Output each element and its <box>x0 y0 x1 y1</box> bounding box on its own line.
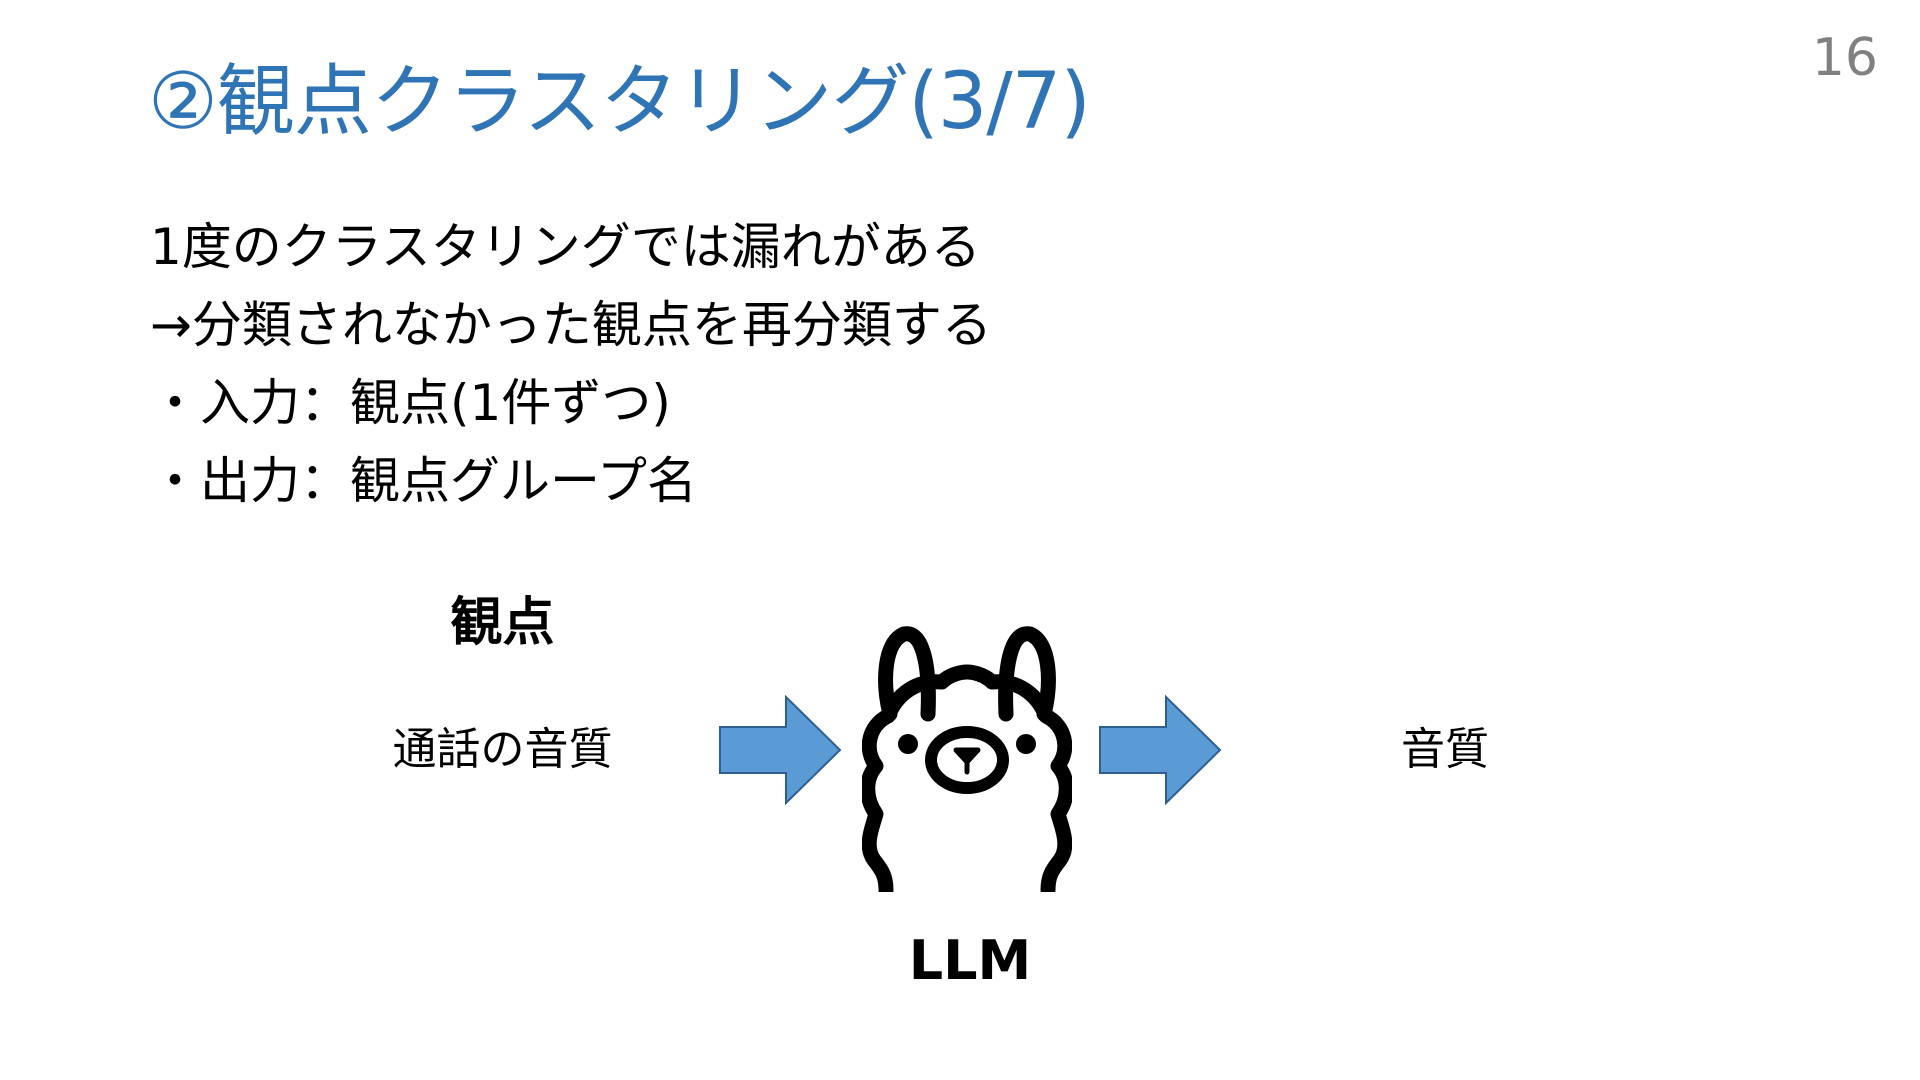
slide-title: ②観点クラスタリング(3/7) <box>148 57 1091 147</box>
llama-nose <box>953 747 981 765</box>
body-text-list: 1度のクラスタリングでは漏れがある →分類されなかった観点を再分類する ・入力：… <box>150 208 992 520</box>
diagram-output-text: 音質 <box>1401 724 1489 775</box>
arrow-right-shape <box>719 695 842 805</box>
page-number: 16 <box>1811 28 1878 88</box>
llm-label: LLM <box>908 929 1032 992</box>
llama-icon <box>862 626 1072 892</box>
llama-body-outline <box>862 664 1072 892</box>
arrow-right-icon <box>719 695 842 805</box>
llama-right-eye <box>1016 734 1036 754</box>
diagram-viewpoint-header: 観点 <box>450 593 555 653</box>
body-line-reclassify: →分類されなかった観点を再分類する <box>150 296 992 354</box>
body-line-output: ・出力：観点グループ名 <box>150 452 697 510</box>
arrow-right-shape <box>1099 695 1222 805</box>
llama-left-eye <box>898 734 918 754</box>
arrow-right-icon <box>1099 695 1222 805</box>
body-line-input: ・入力：観点(1件ずつ) <box>150 374 671 432</box>
llama-muzzle <box>925 726 1009 794</box>
diagram-input-text: 通話の音質 <box>392 724 613 775</box>
body-line-issue: 1度のクラスタリングでは漏れがある <box>150 218 981 276</box>
